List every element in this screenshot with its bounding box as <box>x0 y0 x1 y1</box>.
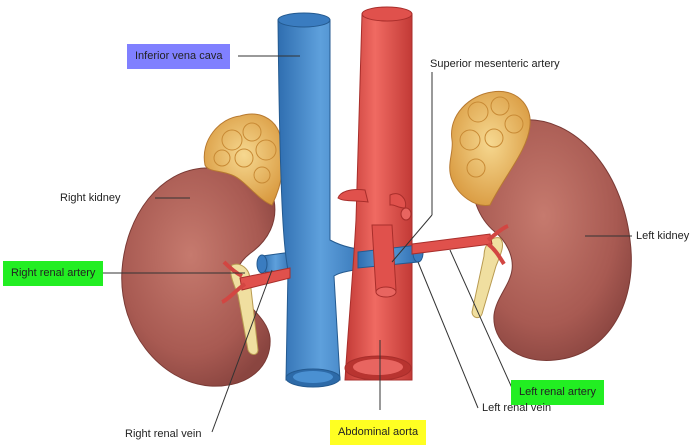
label-right-renal-artery: Right renal artery <box>3 261 104 286</box>
right-renal-artery-branches <box>221 260 247 304</box>
label-right-kidney: Right kidney <box>60 192 121 204</box>
right-ureter <box>230 263 259 355</box>
right-kidney <box>121 167 276 387</box>
left-adrenal-gland <box>449 90 531 206</box>
right-adrenal-texture <box>213 122 277 184</box>
superior-mesenteric-artery <box>371 224 397 293</box>
left-renal-artery-branches <box>486 224 509 266</box>
leader-left-renal-vein <box>417 261 479 409</box>
label-right-renal-vein: Right renal vein <box>125 428 202 440</box>
celiac-trunk <box>337 189 369 203</box>
label-left-renal-artery: Left renal artery <box>511 380 605 405</box>
label-inferior-vena-cava: Inferior vena cava <box>127 44 231 69</box>
celiac-branch-end <box>400 207 412 221</box>
label-superior-mesenteric-artery: Superior mesenteric artery <box>430 58 560 70</box>
label-left-kidney: Left kidney <box>636 230 690 242</box>
left-renal-artery <box>411 233 493 255</box>
left-adrenal-texture <box>459 96 524 178</box>
leader-lines <box>98 55 632 433</box>
label-abdominal-aorta: Abdominal aorta <box>330 420 427 445</box>
label-left-renal-vein: Left renal vein <box>482 402 552 414</box>
leader-sma <box>391 214 433 263</box>
leader-left-renal-artery <box>449 249 513 389</box>
leader-right-renal-vein <box>211 269 273 433</box>
